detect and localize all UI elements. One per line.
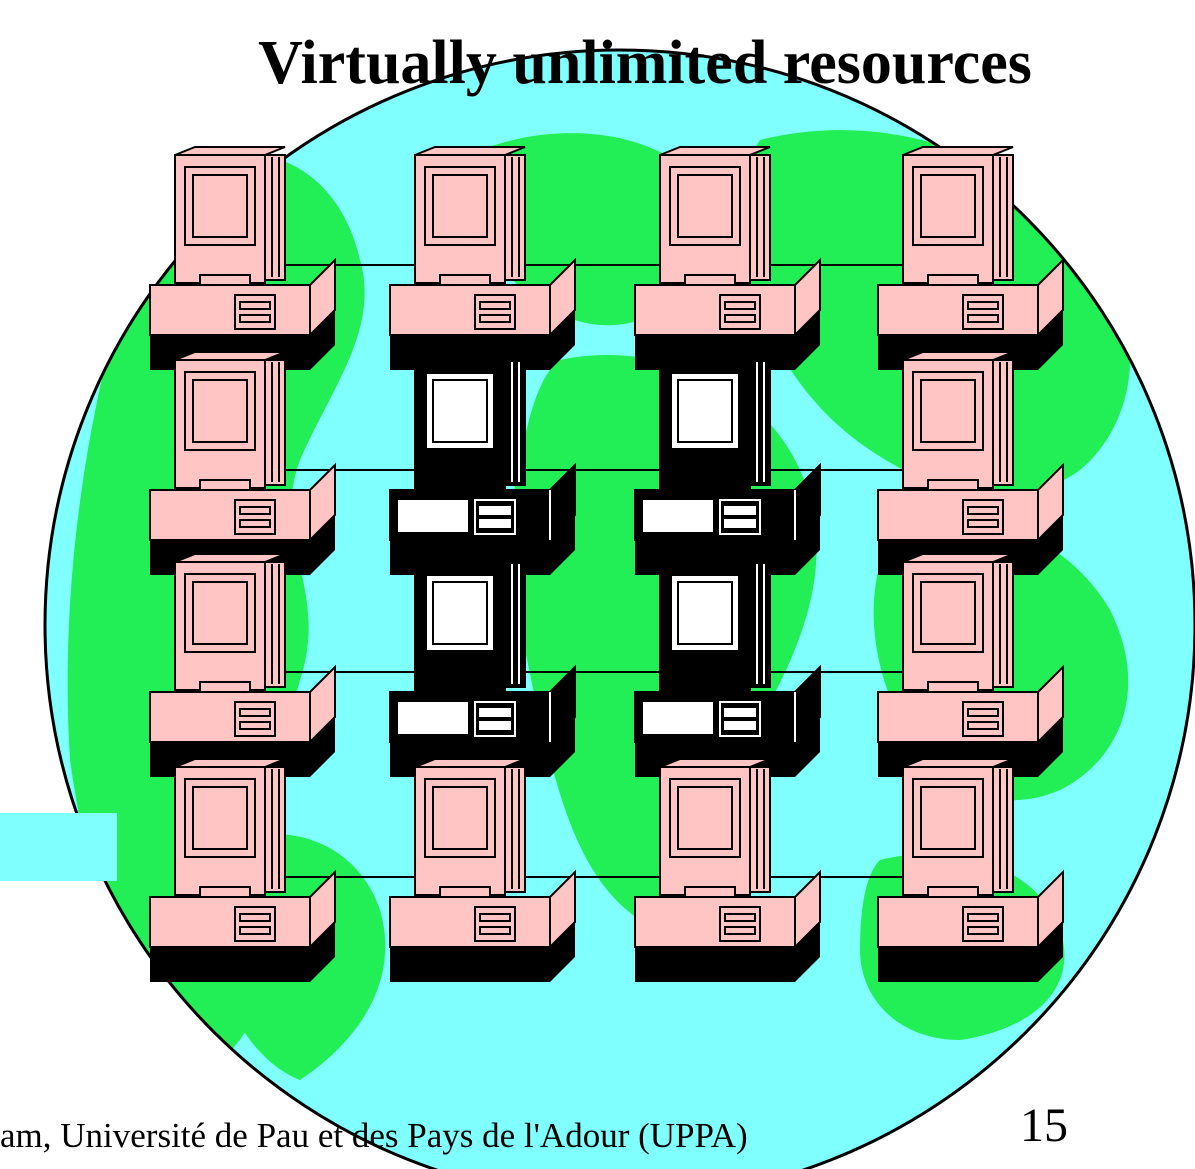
computer-grid <box>149 146 1064 982</box>
computer-base-shadow <box>878 922 1063 982</box>
computer-icon <box>634 758 821 982</box>
computer-stand <box>439 886 491 898</box>
computer-screen <box>184 573 256 653</box>
computer-base-shadow <box>635 922 820 982</box>
computer-screen <box>669 166 741 246</box>
computer-stand <box>927 479 979 491</box>
computer-screen <box>184 371 256 451</box>
computer-screen <box>669 778 741 858</box>
computer-stand <box>684 681 736 693</box>
computer-stand <box>684 479 736 491</box>
continent-europe <box>469 133 717 326</box>
computer-stand <box>439 274 491 286</box>
computer-icon <box>389 351 576 575</box>
computer-stand <box>439 479 491 491</box>
computer-front-panel <box>643 702 713 734</box>
globe-outline <box>43 48 1195 1169</box>
page-number: 15 <box>1020 1099 1068 1152</box>
computer-icon <box>389 758 576 982</box>
computer-stand <box>199 681 251 693</box>
computer-screen <box>424 778 496 858</box>
computer-screen <box>423 370 497 452</box>
computer-screen <box>912 371 984 451</box>
computer-screen <box>184 778 256 858</box>
computer-stand <box>927 886 979 898</box>
computer-front-panel <box>643 500 713 532</box>
computer-screen <box>184 166 256 246</box>
computer-icon <box>149 758 336 982</box>
computer-front-panel <box>398 500 468 532</box>
footer-text: am, Université de Pau et des Pays de l'A… <box>0 1116 748 1155</box>
computer-front-panel <box>398 702 468 734</box>
computer-icon <box>877 146 1064 370</box>
computer-screen <box>668 572 742 654</box>
computer-screen <box>912 166 984 246</box>
computer-stand <box>439 681 491 693</box>
computer-stand <box>684 886 736 898</box>
computer-base-shadow <box>390 922 575 982</box>
slide-title: Virtually unlimited resources <box>258 29 1032 97</box>
computer-stand <box>199 479 251 491</box>
computer-screen <box>912 573 984 653</box>
computer-stand <box>927 681 979 693</box>
computer-screen <box>424 166 496 246</box>
cyan-placeholder-box <box>0 813 117 881</box>
computer-base-shadow <box>150 922 335 982</box>
computer-screen <box>912 778 984 858</box>
computer-stand <box>927 274 979 286</box>
computer-stand <box>199 274 251 286</box>
computer-stand <box>684 274 736 286</box>
computer-icon <box>149 553 336 777</box>
computer-stand <box>199 886 251 898</box>
computer-icon <box>877 758 1064 982</box>
computer-screen <box>668 370 742 452</box>
computer-screen <box>423 572 497 654</box>
